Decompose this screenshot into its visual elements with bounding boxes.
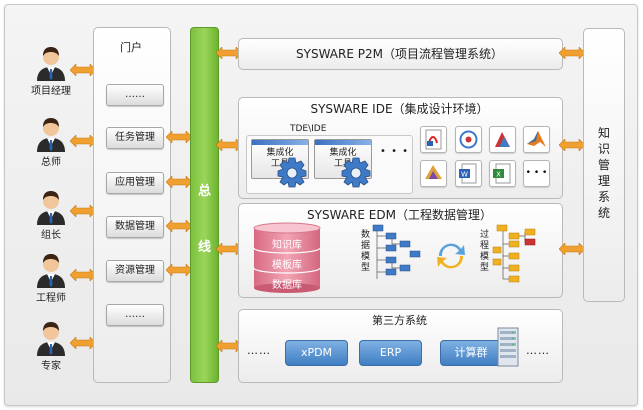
- portal-item-resource-management[interactable]: 资源管理: [106, 260, 164, 282]
- db-layer-knowledge: 知识库: [272, 240, 302, 251]
- catia-icon: [455, 126, 482, 153]
- kms-label-char: 知: [597, 126, 610, 140]
- svg-text:X: X: [496, 171, 501, 179]
- double-arrow-icon: [559, 139, 585, 151]
- service-bus: 总 线: [190, 27, 219, 383]
- data-model-label: 数据模型: [361, 230, 371, 273]
- svg-text:W: W: [461, 171, 468, 179]
- sync-icon: [437, 243, 465, 269]
- kms-label-char: 系: [597, 190, 610, 204]
- xpdm-button[interactable]: xPDM: [285, 340, 348, 366]
- third-party-more-left: ……: [247, 344, 271, 357]
- compute-cluster-button[interactable]: 计算群: [440, 340, 502, 366]
- double-arrow-icon: [559, 243, 585, 255]
- role-label: 工程师: [36, 293, 66, 304]
- role-chief-engineer: 总师: [23, 116, 79, 168]
- db-layer-data: 数据库: [272, 280, 302, 291]
- server-rack-icon: [497, 327, 519, 367]
- double-arrow-icon: [70, 64, 96, 76]
- solidworks-icon: [489, 126, 516, 153]
- role-label: 总师: [41, 157, 61, 168]
- role-team-leader: 组长: [23, 189, 79, 241]
- kms-label-char: 管: [597, 158, 610, 172]
- matlab-icon: [523, 126, 550, 153]
- double-arrow-icon: [216, 47, 242, 59]
- portal-item-more-bottom[interactable]: ……: [106, 304, 164, 326]
- third-party-title: 第三方系统: [372, 314, 427, 327]
- portal-item-application-management[interactable]: 应用管理: [106, 172, 164, 194]
- db-layer-template: 模板库: [272, 260, 302, 271]
- data-tree-icon: [372, 224, 421, 279]
- knowledge-management-panel: 知 识 管 理 系 统: [583, 28, 625, 302]
- person-icon: [37, 322, 65, 356]
- double-arrow-icon: [216, 340, 242, 352]
- word-icon: W: [455, 160, 482, 187]
- 3d-model-icon: [420, 160, 447, 187]
- double-arrow-icon: [166, 220, 192, 232]
- person-icon: [37, 191, 65, 225]
- excel-icon: X: [489, 160, 516, 187]
- portal-item-data-management[interactable]: 数据管理: [106, 216, 164, 238]
- role-engineer: 工程师: [23, 252, 79, 304]
- portal-title: 门户: [120, 41, 142, 54]
- double-arrow-icon: [216, 243, 242, 255]
- tool-label-line2: 工具: [333, 159, 352, 169]
- third-party-more-right: ……: [526, 344, 550, 357]
- double-arrow-icon: [166, 176, 192, 188]
- p2m-title: SYSWARE P2M（项目流程管理系统）: [296, 47, 503, 61]
- p2m-panel: [238, 38, 563, 70]
- double-arrow-icon: [70, 205, 96, 217]
- tool-label-line1: 集成化: [266, 148, 294, 158]
- bus-label-char: 线: [197, 240, 211, 255]
- person-icon: [37, 254, 65, 288]
- tool-label-line2: 工具: [270, 159, 289, 169]
- window-titlebar: [315, 140, 371, 145]
- ide-ellipsis: • • •: [380, 146, 410, 157]
- kms-label-char: 理: [597, 174, 610, 188]
- portal-item-task-management[interactable]: 任务管理: [106, 127, 164, 149]
- role-expert: 专家: [23, 320, 79, 372]
- portal-item-more[interactable]: ……: [106, 84, 164, 106]
- role-project-manager: 项目经理: [23, 45, 79, 97]
- portal-panel: [93, 27, 171, 383]
- gear-icon: [341, 157, 371, 188]
- edm-title: SYSWARE EDM（工程数据管理）: [307, 208, 492, 222]
- double-arrow-icon: [70, 337, 96, 349]
- gear-icon: [277, 157, 307, 188]
- role-label: 专家: [41, 361, 61, 372]
- process-model-label: 过程模型: [480, 230, 490, 273]
- kms-label-char: 识: [597, 142, 610, 156]
- double-arrow-icon: [70, 269, 96, 281]
- kms-label-char: 统: [597, 206, 610, 220]
- erp-button[interactable]: ERP: [359, 340, 422, 366]
- more-icon: • • •: [523, 160, 550, 187]
- double-arrow-icon: [559, 47, 585, 59]
- double-arrow-icon: [216, 139, 242, 151]
- bus-label-char: 总: [197, 184, 211, 199]
- person-icon: [37, 47, 65, 81]
- database-cylinder-icon: [253, 222, 321, 293]
- tool-label-line1: 集成化: [329, 148, 357, 158]
- double-arrow-icon: [70, 135, 96, 147]
- role-label: 项目经理: [31, 86, 71, 97]
- person-icon: [37, 118, 65, 152]
- double-arrow-icon: [166, 264, 192, 276]
- role-label: 组长: [41, 230, 61, 241]
- ide-subtitle: TDE\IDE: [290, 124, 327, 134]
- pdf-icon: [420, 126, 447, 153]
- window-titlebar: [252, 140, 308, 145]
- process-tree-icon: [492, 224, 536, 283]
- double-arrow-icon: [166, 131, 192, 143]
- ide-title: SYSWARE IDE（集成设计环境）: [310, 102, 489, 116]
